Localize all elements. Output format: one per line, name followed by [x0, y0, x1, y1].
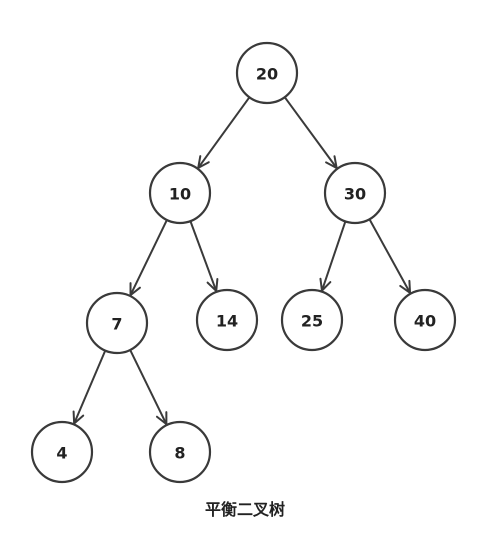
edge-n20-n30: [283, 96, 338, 169]
tree-edges: [72, 96, 412, 426]
node-label: 4: [56, 444, 67, 463]
node-label: 30: [344, 185, 366, 204]
tree-node-14: 14: [195, 288, 259, 352]
edge-n10-n7: [129, 219, 168, 296]
node-circle: [393, 288, 457, 352]
node-circle: [85, 291, 149, 355]
tree-node-10: 10: [148, 161, 212, 225]
node-circle: [30, 420, 94, 484]
node-circle: [195, 288, 259, 352]
tree-nodes: 20 10 30 7 14 25 40 4 8: [30, 41, 457, 484]
node-circle: [323, 161, 387, 225]
tree-node-20: 20: [235, 41, 299, 105]
node-label: 7: [111, 315, 122, 334]
edge-n20-n10: [197, 96, 251, 169]
tree-node-40: 40: [393, 288, 457, 352]
tree-node-8: 8: [148, 420, 212, 484]
node-label: 25: [301, 312, 323, 331]
edge-n30-n40: [368, 218, 411, 294]
node-label: 10: [169, 185, 191, 204]
node-circle: [148, 161, 212, 225]
edge-n7-n4: [73, 350, 107, 424]
diagram-caption: 平衡二叉树: [204, 500, 285, 519]
node-label: 20: [256, 65, 278, 84]
node-label: 14: [216, 312, 238, 331]
tree-node-25: 25: [280, 288, 344, 352]
node-circle: [235, 41, 299, 105]
node-circle: [280, 288, 344, 352]
tree-node-7: 7: [85, 291, 149, 355]
edge-n10-n14: [189, 220, 218, 292]
node-circle: [148, 420, 212, 484]
edge-n30-n25: [320, 221, 347, 291]
tree-node-30: 30: [323, 161, 387, 225]
node-label: 40: [414, 312, 436, 331]
node-label: 8: [174, 444, 185, 463]
tree-node-4: 4: [30, 420, 94, 484]
edge-n7-n8: [129, 349, 168, 425]
